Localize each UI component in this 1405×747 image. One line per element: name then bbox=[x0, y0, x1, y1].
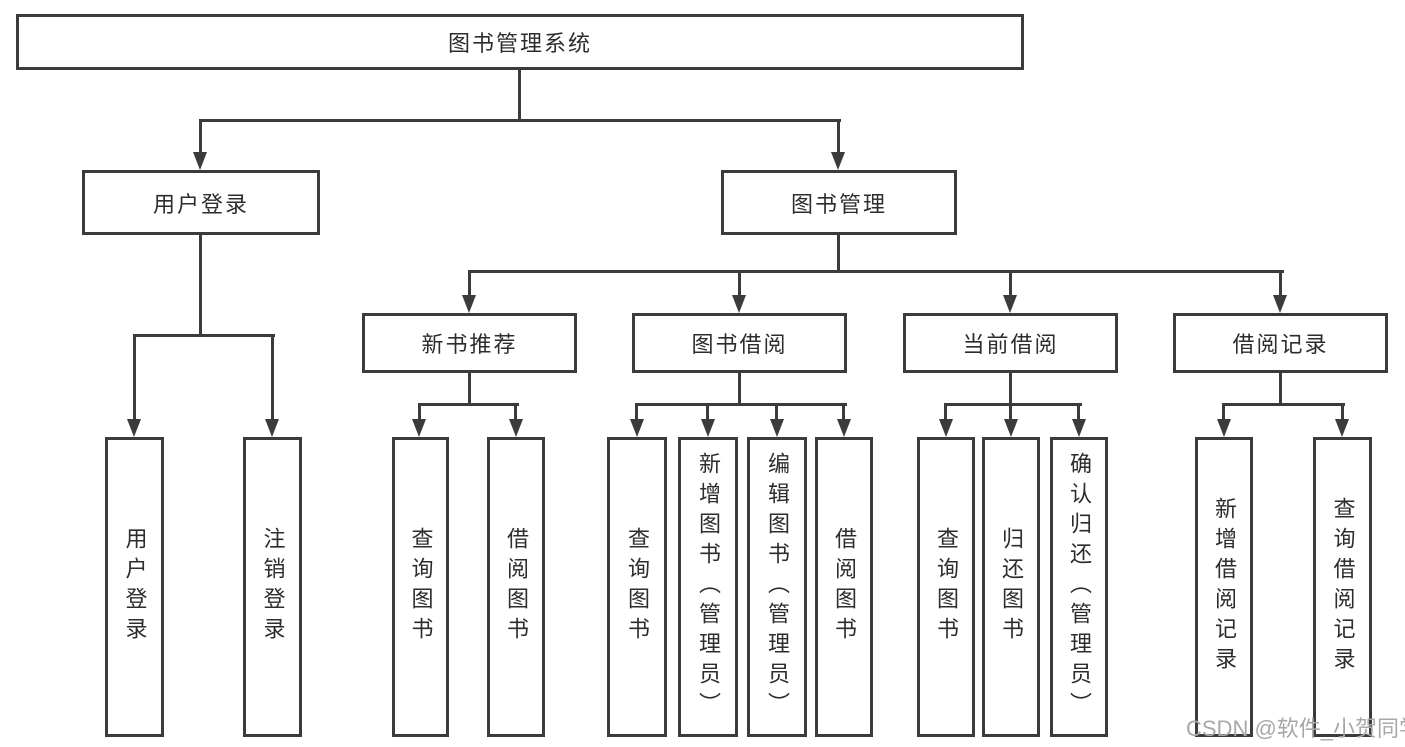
connector-line bbox=[738, 270, 741, 298]
connector-line bbox=[133, 334, 275, 337]
connector-line bbox=[468, 270, 471, 298]
arrowhead bbox=[412, 419, 426, 437]
connector-line bbox=[199, 119, 202, 154]
node-borrowing-records: 借阅记录 bbox=[1173, 313, 1388, 373]
arrowhead bbox=[837, 419, 851, 437]
leaf-query-books-current: 查询图书 bbox=[917, 437, 975, 737]
connector-line bbox=[738, 373, 741, 406]
connector-line bbox=[514, 403, 517, 421]
arrowhead bbox=[701, 419, 715, 437]
arrowhead bbox=[127, 419, 141, 437]
arrowhead bbox=[1217, 419, 1231, 437]
connector-line bbox=[1009, 270, 1012, 298]
node-book-borrowing: 图书借阅 bbox=[632, 313, 847, 373]
node-label: 编辑图书（管理员） bbox=[765, 452, 790, 722]
connector-line bbox=[1279, 270, 1282, 298]
node-library-system: 图书管理系统 bbox=[16, 14, 1024, 70]
node-current-borrowing: 当前借阅 bbox=[903, 313, 1118, 373]
node-new-book-recommendation: 新书推荐 bbox=[362, 313, 577, 373]
leaf-query-borrow-record: 查询借阅记录 bbox=[1313, 437, 1372, 737]
node-label: 图书管理 bbox=[790, 191, 887, 217]
connector-line bbox=[1009, 373, 1012, 406]
node-label: 借阅记录 bbox=[1232, 332, 1329, 357]
connector-line bbox=[418, 403, 519, 406]
arrowhead bbox=[1004, 419, 1018, 437]
connector-line bbox=[518, 69, 521, 121]
node-label: 用户登录 bbox=[152, 191, 249, 217]
connector-line bbox=[775, 403, 778, 421]
leaf-user-login: 用户登录 bbox=[105, 437, 164, 737]
arrowhead bbox=[265, 419, 279, 437]
connector-line bbox=[1279, 373, 1282, 406]
connector-line bbox=[271, 334, 274, 419]
node-label: 查询图书 bbox=[408, 527, 434, 647]
node-label: 当前借阅 bbox=[962, 332, 1059, 357]
arrowhead bbox=[509, 419, 523, 437]
arrowhead bbox=[1335, 419, 1349, 437]
connector-line bbox=[468, 373, 471, 406]
arrowhead bbox=[770, 419, 784, 437]
leaf-return-books: 归还图书 bbox=[982, 437, 1040, 737]
leaf-borrow-books-recommend: 借阅图书 bbox=[487, 437, 545, 737]
connector-line bbox=[837, 235, 840, 273]
csdn-watermark: CSDN @软件_小贺同学 bbox=[1186, 716, 1405, 741]
leaf-query-books-recommend: 查询图书 bbox=[392, 437, 449, 737]
node-label: 图书借阅 bbox=[691, 332, 788, 357]
connector-line bbox=[1341, 403, 1344, 421]
connector-line bbox=[468, 270, 1284, 273]
node-label: 新增图书（管理员） bbox=[696, 452, 721, 722]
arrowhead bbox=[1072, 419, 1086, 437]
connector-line bbox=[706, 403, 709, 421]
connector-line bbox=[1077, 403, 1080, 421]
leaf-add-books-admin: 新增图书（管理员） bbox=[678, 437, 738, 737]
node-label: 借阅图书 bbox=[504, 527, 529, 647]
connector-line bbox=[837, 119, 840, 154]
node-label: 借阅图书 bbox=[832, 527, 857, 647]
connector-line bbox=[944, 403, 947, 421]
node-label: 查询图书 bbox=[934, 527, 959, 647]
connector-line bbox=[199, 119, 841, 122]
arrowhead bbox=[462, 295, 476, 313]
leaf-confirm-return-admin: 确认归还（管理员） bbox=[1050, 437, 1108, 737]
connector-line bbox=[635, 403, 638, 421]
connector-line bbox=[944, 403, 1082, 406]
arrowhead bbox=[732, 295, 746, 313]
leaf-logout: 注销登录 bbox=[243, 437, 302, 737]
node-label: 归还图书 bbox=[999, 527, 1024, 647]
leaf-edit-books-admin: 编辑图书（管理员） bbox=[747, 437, 807, 737]
connector-line bbox=[1009, 403, 1012, 421]
node-label: 图书管理系统 bbox=[447, 31, 592, 56]
node-label: 新增借阅记录 bbox=[1212, 497, 1237, 677]
connector-line bbox=[842, 403, 845, 421]
connector-line bbox=[418, 403, 421, 421]
connector-line bbox=[199, 235, 202, 336]
connector-line bbox=[1222, 403, 1225, 421]
arrowhead bbox=[1003, 295, 1017, 313]
arrowhead bbox=[939, 419, 953, 437]
node-book-management: 图书管理 bbox=[721, 170, 957, 235]
connector-line bbox=[133, 334, 136, 419]
node-label: 新书推荐 bbox=[421, 332, 518, 357]
node-label: 查询借阅记录 bbox=[1330, 497, 1356, 677]
leaf-query-books-borrowing: 查询图书 bbox=[607, 437, 667, 737]
node-user-login: 用户登录 bbox=[82, 170, 320, 235]
node-label: 确认归还（管理员） bbox=[1067, 452, 1092, 722]
arrowhead bbox=[831, 152, 845, 170]
node-label: 用户登录 bbox=[122, 527, 148, 647]
arrowhead bbox=[193, 152, 207, 170]
connector-line bbox=[1222, 403, 1345, 406]
leaf-borrow-books-borrowing: 借阅图书 bbox=[815, 437, 873, 737]
arrowhead bbox=[1273, 295, 1287, 313]
node-label: 查询图书 bbox=[625, 527, 650, 647]
connector-line bbox=[635, 403, 847, 406]
node-label: 注销登录 bbox=[260, 527, 286, 647]
leaf-add-borrow-record: 新增借阅记录 bbox=[1195, 437, 1253, 737]
arrowhead bbox=[630, 419, 644, 437]
